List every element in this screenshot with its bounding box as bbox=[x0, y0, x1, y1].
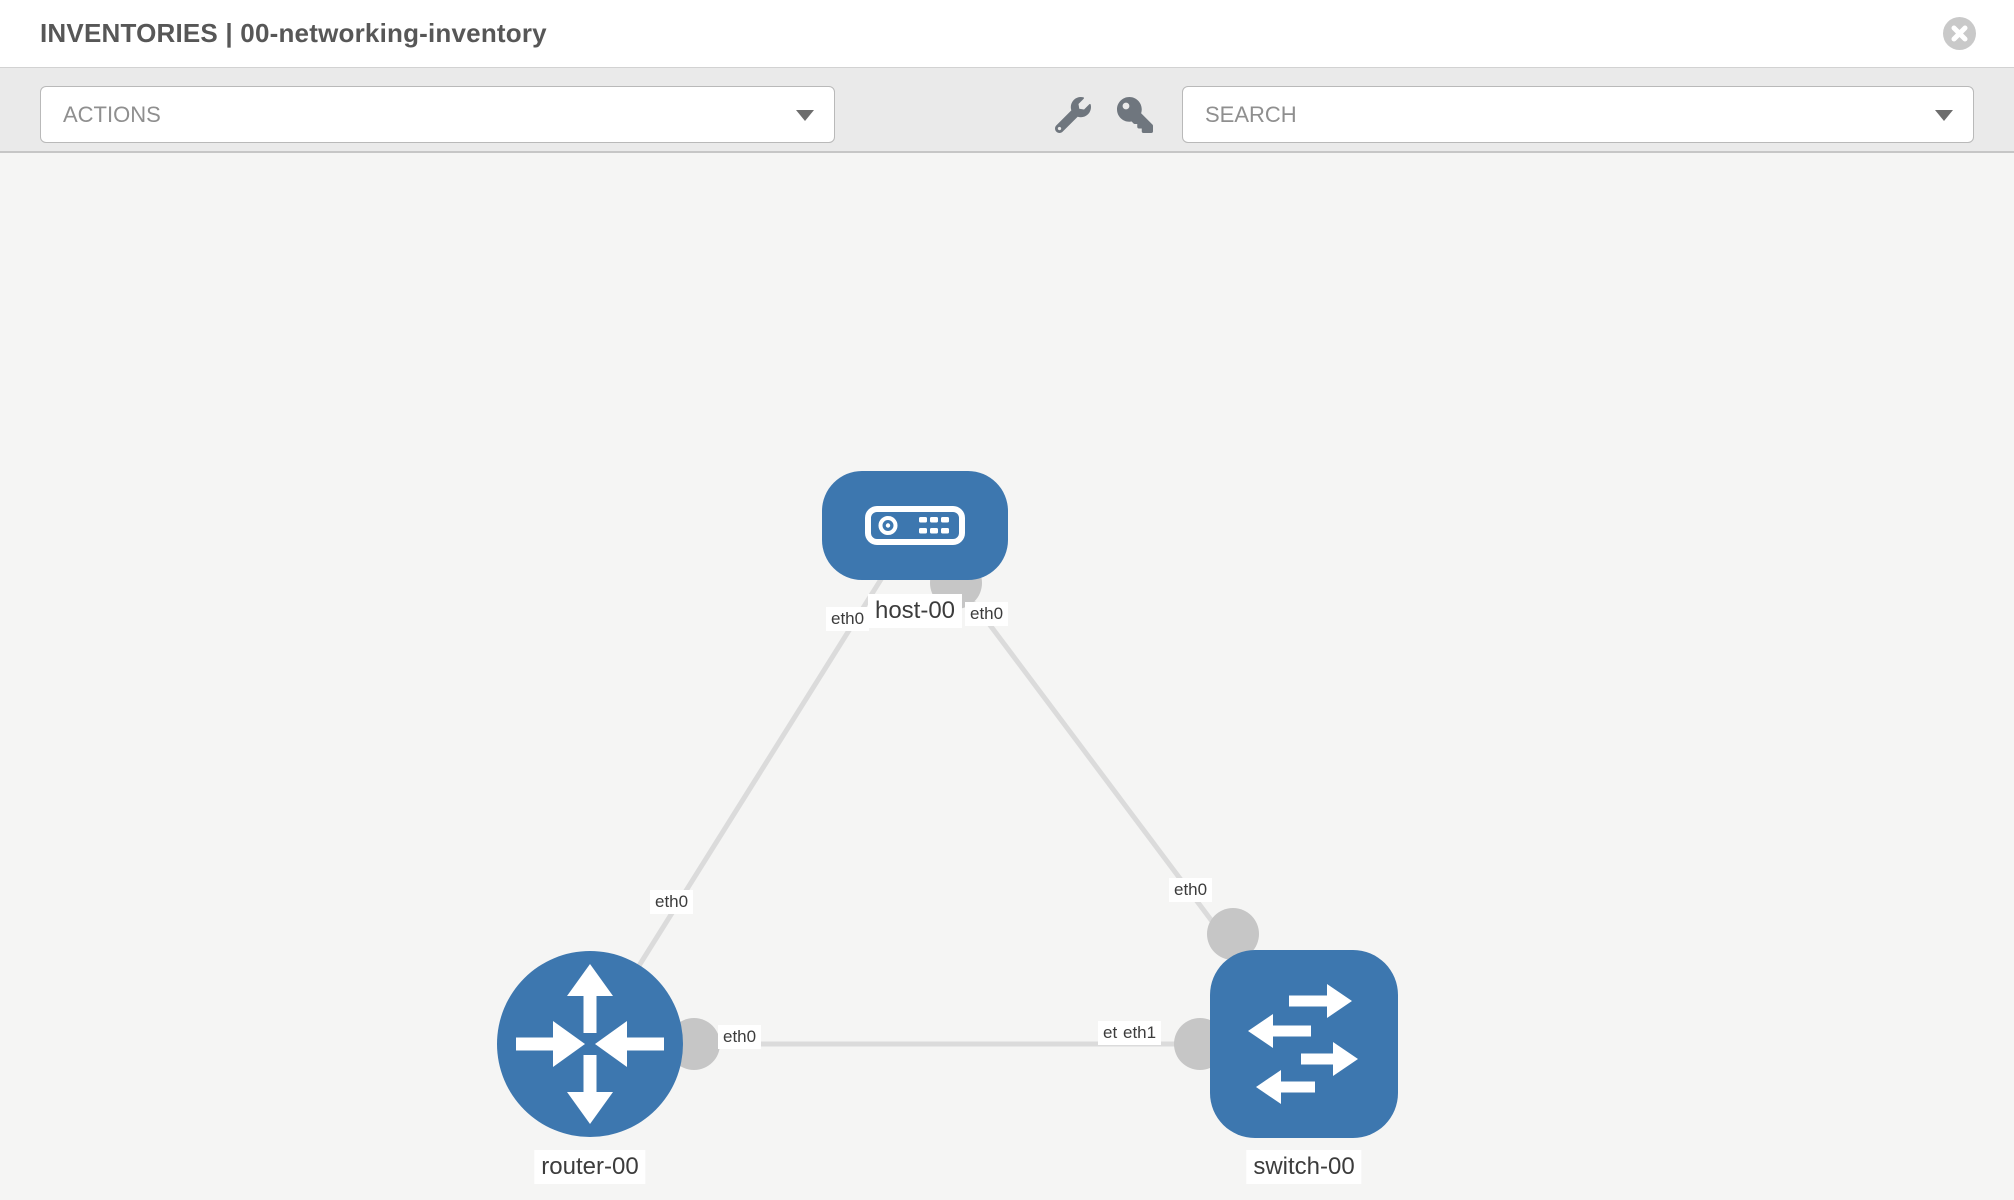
page-title: INVENTORIES | 00-networking-inventory bbox=[40, 18, 547, 48]
actions-dropdown-label: ACTIONS bbox=[63, 101, 161, 127]
port-label: eth0 bbox=[965, 602, 1009, 626]
actions-dropdown[interactable]: ACTIONS bbox=[40, 86, 835, 143]
node-label-router: router-00 bbox=[534, 1150, 646, 1184]
port-label: eth0 bbox=[650, 890, 694, 914]
node-switch-00[interactable] bbox=[1210, 950, 1398, 1138]
switch-icon bbox=[1248, 984, 1358, 1104]
configure-button[interactable] bbox=[1054, 97, 1092, 135]
host-icon bbox=[865, 506, 965, 545]
topology-canvas[interactable]: host-00 router-00 switch-00 eth0 eth0 et… bbox=[0, 153, 2014, 1200]
chevron-down-icon bbox=[796, 109, 814, 121]
search-dropdown[interactable]: SEARCH bbox=[1182, 86, 1974, 143]
header: INVENTORIES | 00-networking-inventory bbox=[0, 0, 2014, 67]
chevron-down-icon bbox=[1935, 109, 1953, 121]
topology-graph bbox=[497, 471, 1398, 1138]
node-router-00[interactable] bbox=[497, 951, 683, 1137]
wrench-icon bbox=[1054, 97, 1091, 134]
toolbar: ACTIONS SEARCH bbox=[0, 67, 2014, 153]
key-icon bbox=[1117, 97, 1153, 133]
node-label-host: host-00 bbox=[867, 594, 963, 628]
port-connector bbox=[1207, 908, 1259, 960]
search-dropdown-label: SEARCH bbox=[1205, 101, 1297, 127]
port-label: eth0 bbox=[826, 607, 870, 631]
port-label: eth0 bbox=[1169, 878, 1213, 902]
credentials-button[interactable] bbox=[1116, 97, 1154, 135]
close-button[interactable] bbox=[1943, 17, 1976, 50]
node-host-00[interactable] bbox=[822, 471, 1008, 580]
port-label: eth0 bbox=[718, 1025, 762, 1049]
router-icon bbox=[516, 964, 664, 1124]
port-label: eth1 bbox=[1118, 1021, 1162, 1045]
close-icon bbox=[1951, 25, 1968, 42]
node-label-switch: switch-00 bbox=[1246, 1150, 1362, 1184]
